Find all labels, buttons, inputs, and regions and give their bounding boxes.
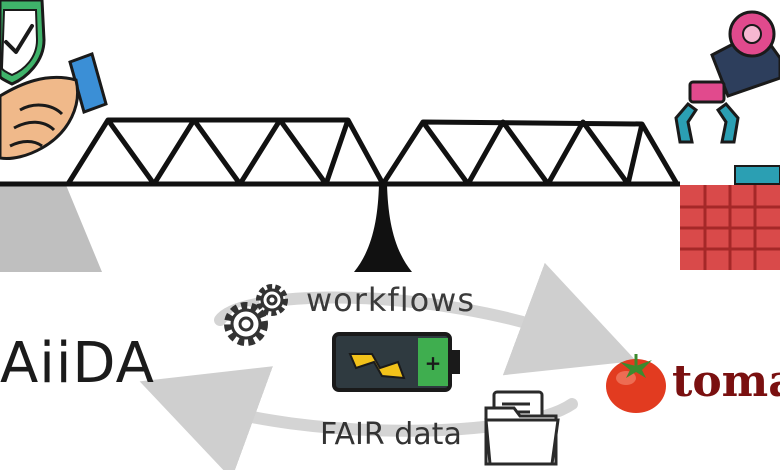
battery-icon: + (332, 332, 460, 392)
workflows-label: workflows (306, 281, 476, 319)
left-truss (65, 117, 386, 187)
svg-text:+: + (425, 351, 442, 375)
fair-data-label: FAIR data (320, 417, 462, 452)
crate-stack (680, 165, 780, 270)
right-truss (380, 119, 680, 187)
aiida-logo-text: AiiDA (0, 331, 155, 396)
tomato-icon (606, 354, 666, 413)
folder-files-icon (484, 390, 560, 466)
handshake-shield-icon (0, 0, 108, 160)
gears-icon (224, 284, 288, 346)
tomato-logo-text: toma (672, 356, 780, 407)
robot-arm-icon (674, 10, 780, 144)
bridge-pier (354, 184, 412, 272)
left-abutment (0, 185, 102, 272)
